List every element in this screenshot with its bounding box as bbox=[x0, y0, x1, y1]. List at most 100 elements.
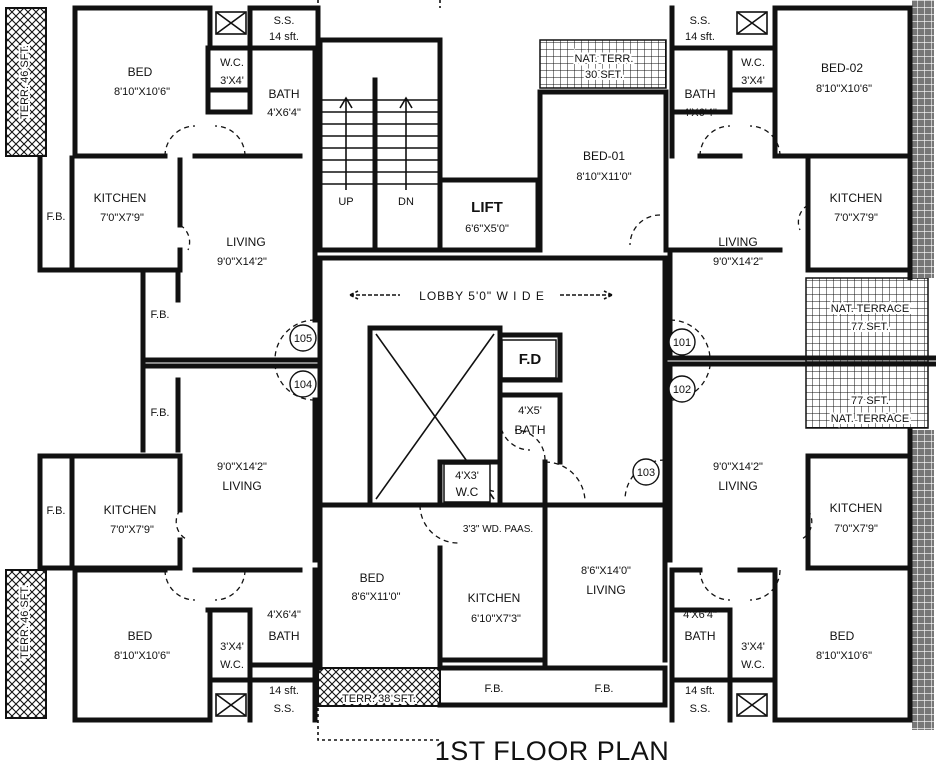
tr-wc-size: 3'X4' bbox=[741, 75, 765, 87]
tr-living-name: LIVING bbox=[718, 235, 757, 249]
tl-ss-size: 14 sft. bbox=[269, 31, 299, 43]
c-passage-label: 3'3" WD. PAAS. bbox=[463, 524, 533, 535]
bl-bath-size: 4'X6'4" bbox=[267, 609, 301, 621]
tl-bed-name: BED bbox=[128, 65, 153, 79]
c-fb2-label: F.B. bbox=[595, 683, 614, 695]
bl-bath-name: BATH bbox=[268, 629, 299, 643]
mid-fb1-label: F.B. bbox=[151, 309, 170, 321]
bl-bed-name: BED bbox=[128, 629, 153, 643]
plan-edge bbox=[317, 0, 441, 741]
br-ss-size: 14 sft. bbox=[685, 685, 715, 697]
tl-fb-label: F.B. bbox=[47, 211, 66, 223]
stair-up-label: UP bbox=[338, 196, 353, 208]
terrace-bottom-left bbox=[5, 569, 47, 719]
tl-living-size: 9'0"X14'2" bbox=[217, 256, 267, 268]
bl-wc-name: W.C. bbox=[220, 659, 244, 671]
c-bath-name: BATH bbox=[514, 423, 545, 437]
br-living-name: LIVING bbox=[718, 479, 757, 493]
br-kitchen-size: 7'0"X7'9" bbox=[834, 523, 878, 535]
unit-101-label: 101 bbox=[673, 337, 691, 349]
terrace-top-left bbox=[5, 7, 47, 157]
tr-nat-line2: 30 SFT. bbox=[585, 69, 623, 81]
stair-dn-label: DN bbox=[398, 196, 414, 208]
br-living-size: 9'0"X14'2" bbox=[713, 461, 763, 473]
right-edge-grid-top bbox=[912, 0, 934, 278]
c-kitchen-size: 6'10"X7'3" bbox=[471, 613, 521, 625]
tl-living-name: LIVING bbox=[226, 235, 265, 249]
tl-wc-name: W.C. bbox=[220, 57, 244, 69]
br-bed-size: 8'10"X10'6" bbox=[816, 650, 872, 662]
unit-105-label: 105 bbox=[294, 333, 312, 345]
tr-bath-name: BATH bbox=[684, 87, 715, 101]
r-nat2-line1: 77 SFT. bbox=[851, 395, 889, 407]
bl-ss-name: S.S. bbox=[274, 703, 295, 715]
bl-fb-label: F.B. bbox=[47, 505, 66, 517]
lobby-label: LOBBY 5'0" W I D E bbox=[419, 289, 545, 303]
tr-bed02-size: 8'10"X10'6" bbox=[816, 83, 872, 95]
tr-bed01-name: BED-01 bbox=[583, 149, 625, 163]
c-terr-label: TERR. 38 SFT. bbox=[342, 693, 416, 705]
tl-bed-size: 8'10"X10'6" bbox=[114, 86, 170, 98]
r-nat2-line2: NAT. TERRACE bbox=[831, 413, 909, 425]
nat-terrace-top bbox=[539, 39, 667, 89]
bl-living-name: LIVING bbox=[222, 479, 261, 493]
unit-103-label: 103 bbox=[637, 467, 655, 479]
bl-ss-size: 14 sft. bbox=[269, 685, 299, 697]
nat-terrace-right-1 bbox=[805, 277, 929, 363]
br-kitchen-name: KITCHEN bbox=[830, 501, 883, 515]
c-bath-size: 4'X5' bbox=[518, 405, 542, 417]
c-kitchen-name: KITCHEN bbox=[468, 591, 521, 605]
tr-bed02-name: BED-02 bbox=[821, 61, 863, 75]
lift-name: LIFT bbox=[471, 199, 503, 216]
c-bed-name: BED bbox=[360, 571, 385, 585]
tr-nat-line1: NAT. TERR. bbox=[575, 53, 634, 65]
terrace-center bbox=[317, 667, 441, 707]
plan-title: 1ST FLOOR PLAN bbox=[435, 736, 670, 766]
c-wc-size: 4'X3' bbox=[455, 470, 479, 482]
bl-bed-size: 8'10"X10'6" bbox=[114, 650, 170, 662]
br-wc-size: 3'X4' bbox=[741, 641, 765, 653]
tr-wc-name: W.C. bbox=[741, 57, 765, 69]
walls bbox=[37, 5, 936, 723]
c-bed-size: 8'6"X11'0" bbox=[351, 591, 400, 603]
br-bath-name: BATH bbox=[684, 629, 715, 643]
tr-living-size: 9'0"X14'2" bbox=[713, 256, 763, 268]
tr-bath-size: 4'X6'4" bbox=[683, 107, 717, 119]
stair-steps bbox=[322, 96, 438, 190]
tr-bed01-size: 8'10"X11'0" bbox=[576, 171, 631, 183]
door-swings bbox=[164, 125, 813, 601]
bl-wc-size: 3'X4' bbox=[220, 641, 244, 653]
nat-terrace-right-2 bbox=[805, 363, 929, 429]
br-wc-name: W.C. bbox=[741, 659, 765, 671]
br-bed-name: BED bbox=[830, 629, 855, 643]
r-nat1-line1: NAT. TERRACE bbox=[831, 303, 909, 315]
c-fb1-label: F.B. bbox=[485, 683, 504, 695]
c-wc-name: W.C bbox=[456, 485, 479, 499]
br-ss-name: S.S. bbox=[690, 703, 711, 715]
c-living-size: 8'6"X14'0" bbox=[581, 565, 631, 577]
bl-terr-label: TERR. 46 SFT. bbox=[19, 585, 31, 659]
bl-living-size: 9'0"X14'2" bbox=[217, 461, 267, 473]
tl-kitchen-size: 7'0"X7'9" bbox=[100, 212, 144, 224]
tr-ss-size: 14 sft. bbox=[685, 31, 715, 43]
lift-size: 6'6"X5'0" bbox=[465, 223, 509, 235]
fd-label: F.D bbox=[519, 351, 542, 368]
unit-badges: 105 104 101 102 103 bbox=[289, 324, 696, 486]
c-living-name: LIVING bbox=[586, 583, 625, 597]
lobby-arrow bbox=[349, 290, 613, 300]
tl-ss-name: S.S. bbox=[274, 15, 295, 27]
tl-terr-label: TERR. 46 SFT. bbox=[19, 45, 31, 119]
tl-wc-size: 3'X4' bbox=[220, 75, 244, 87]
tr-ss-name: S.S. bbox=[690, 15, 711, 27]
mid-fb2-label: F.B. bbox=[151, 407, 170, 419]
bl-kitchen-name: KITCHEN bbox=[104, 503, 157, 517]
tl-bath-size: 4'X6'4" bbox=[267, 107, 301, 119]
tl-kitchen-name: KITCHEN bbox=[94, 191, 147, 205]
tr-kitchen-size: 7'0"X7'9" bbox=[834, 212, 878, 224]
unit-104-label: 104 bbox=[294, 379, 312, 391]
tr-kitchen-name: KITCHEN bbox=[830, 191, 883, 205]
tl-bath-name: BATH bbox=[268, 87, 299, 101]
bl-kitchen-size: 7'0"X7'9" bbox=[110, 524, 154, 536]
unit-102-label: 102 bbox=[673, 384, 691, 396]
